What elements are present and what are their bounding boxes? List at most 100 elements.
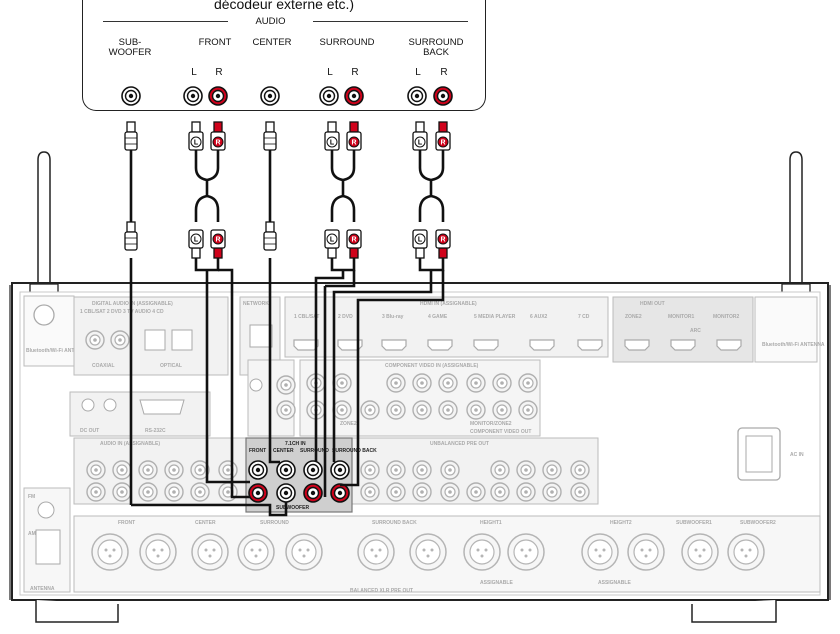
svg-text:SURROUND BACK: SURROUND BACK: [332, 448, 377, 454]
svg-text:ZONE2: ZONE2: [625, 314, 642, 320]
in-center: [276, 460, 296, 480]
hdmi-in-port-label: 3 Blu-ray: [382, 314, 404, 320]
svg-text:AC IN: AC IN: [790, 452, 804, 458]
svg-text:COMPONENT VIDEO OUT: COMPONENT VIDEO OUT: [470, 429, 531, 435]
in-surroundback-r: [330, 483, 350, 503]
svg-text:UNBALANCED PRE OUT: UNBALANCED PRE OUT: [430, 441, 489, 447]
xlr-connector: [409, 533, 447, 571]
hdmi-in-port-label: 1 CBL/SAT: [294, 314, 319, 320]
surroundback-r-label: R: [440, 67, 448, 78]
hdmi-in-port-label: 5 MEDIA PLAYER: [474, 314, 516, 320]
hdmi-in-port-label: 6 AUX2: [530, 314, 548, 320]
jack-front-l: [183, 86, 203, 106]
svg-text:MONITOR/ZONE2: MONITOR/ZONE2: [470, 421, 512, 427]
hdmi-in-label: HDMI IN (ASSIGNABLE): [420, 301, 477, 307]
label-front: FRONT: [198, 37, 232, 48]
svg-text:AM: AM: [28, 531, 36, 537]
svg-text:ANTENNA: ANTENNA: [30, 586, 55, 592]
xlr-connector: [139, 533, 177, 571]
svg-text:BALANCED XLR PRE OUT: BALANCED XLR PRE OUT: [350, 588, 413, 594]
jack-surround-r: [344, 86, 364, 106]
hdmi-in-port-label: 7 CD: [578, 314, 590, 320]
svg-text:Bluetooth/Wi-Fi ANTENNA: Bluetooth/Wi-Fi ANTENNA: [762, 342, 825, 348]
cables: [129, 150, 445, 517]
in-surround-r: [303, 483, 323, 503]
jack-front-r: [208, 86, 228, 106]
svg-text:CENTER: CENTER: [195, 520, 216, 526]
svg-text:HEIGHT1: HEIGHT1: [480, 520, 502, 526]
svg-text:SURROUND BACK: SURROUND BACK: [372, 520, 417, 526]
xlr-connector: [507, 533, 545, 571]
audio-group-label: AUDIO: [255, 16, 286, 27]
device-note: décodeur externe etc.): [213, 0, 355, 12]
xlr-connector: [237, 533, 275, 571]
hdmi-in-port: [427, 339, 453, 351]
xlr-connector: [727, 533, 765, 571]
label-surround: SURROUND: [319, 37, 375, 48]
label-center: CENTER: [252, 37, 292, 48]
svg-text:SUBWOOFER2: SUBWOOFER2: [740, 520, 776, 526]
source-jacks: [121, 86, 453, 106]
svg-text:7.1CH IN: 7.1CH IN: [285, 441, 306, 447]
in-surround-l: [303, 460, 323, 480]
surround-l-label: L: [327, 67, 333, 78]
svg-text:SURROUND: SURROUND: [300, 448, 329, 454]
hdmi-in-port: [473, 339, 499, 351]
bt-antenna-left: Bluetooth/Wi-Fi ANTENNA: [26, 348, 89, 354]
in-front-l: [248, 460, 268, 480]
xlr-connector: [627, 533, 665, 571]
svg-text:ARC: ARC: [690, 328, 701, 334]
front-l-label: L: [191, 67, 197, 78]
hdmi-in-port: [529, 339, 555, 351]
hdmi-out-label: HDMI OUT: [640, 301, 665, 307]
jack-surround-l: [319, 86, 339, 106]
label-surround-back: SURROUND BACK: [408, 37, 464, 58]
xlr-connector: [681, 533, 719, 571]
svg-text:ASSIGNABLE: ASSIGNABLE: [480, 580, 513, 586]
svg-text:DC OUT: DC OUT: [80, 428, 99, 434]
svg-text:MONITOR1: MONITOR1: [668, 314, 695, 320]
in-subwoofer: [276, 483, 296, 503]
svg-text:RS-232C: RS-232C: [145, 428, 166, 434]
divider-right: [313, 21, 468, 22]
hdmi-in-port: [293, 339, 319, 351]
svg-text:FRONT: FRONT: [118, 520, 135, 526]
network-label: NETWORK: [243, 301, 269, 307]
coaxial-label: COAXIAL: [92, 363, 115, 369]
xlr-connector: [463, 533, 501, 571]
xlr-connector: [357, 533, 395, 571]
jack-center: [260, 86, 280, 106]
svg-text:SURROUND: SURROUND: [260, 520, 289, 526]
svg-text:FRONT: FRONT: [249, 448, 266, 454]
hdmi-in-port: [381, 339, 407, 351]
divider-left: [103, 21, 228, 22]
jack-surroundback-l: [407, 86, 427, 106]
digital-audio-label: DIGITAL AUDIO IN (ASSIGNABLE): [92, 301, 173, 307]
xlr-connector: [91, 533, 129, 571]
svg-text:FM: FM: [28, 494, 35, 500]
in-front-r: [248, 483, 268, 503]
receiver-rear-panel: Bluetooth/Wi-Fi ANTENNA DIGITAL AUDIO IN…: [9, 151, 831, 623]
surroundback-l-label: L: [415, 67, 421, 78]
xlr-connector: [581, 533, 619, 571]
svg-text:SUBWOOFER: SUBWOOFER: [276, 505, 309, 511]
optical-label: OPTICAL: [160, 363, 182, 369]
svg-text:SUBWOOFER1: SUBWOOFER1: [676, 520, 712, 526]
label-subwoofer: SUB- WOOFER: [108, 37, 152, 58]
svg-text:HEIGHT2: HEIGHT2: [610, 520, 632, 526]
xlr-connector: [285, 533, 323, 571]
in-surroundback-l: [330, 460, 350, 480]
cable-plugs: [124, 121, 451, 259]
source-device-panel: décodeur externe etc.) AUDIO SUB- WOOFER…: [82, 0, 486, 111]
svg-text:CENTER: CENTER: [273, 448, 294, 454]
surround-r-label: R: [351, 67, 359, 78]
jack-surroundback-r: [433, 86, 453, 106]
svg-text:ASSIGNABLE: ASSIGNABLE: [598, 580, 631, 586]
jack-subwoofer: [121, 86, 141, 106]
hdmi-in-port-label: 4 GAME: [428, 314, 448, 320]
hdmi-in-port: [577, 339, 603, 351]
xlr-connector: [191, 533, 229, 571]
svg-text:ZONE2: ZONE2: [340, 421, 357, 427]
svg-text:COMPONENT VIDEO IN (ASSIGNABLE: COMPONENT VIDEO IN (ASSIGNABLE): [385, 363, 479, 369]
